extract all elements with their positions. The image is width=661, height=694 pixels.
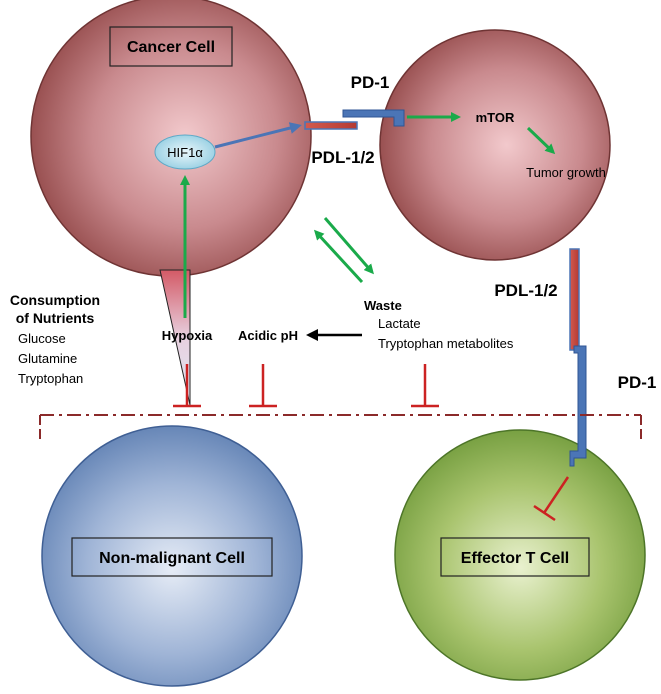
effector-t-cell [394, 429, 646, 681]
hif-node [154, 134, 216, 170]
pd1-right-label: PD-1 [618, 373, 657, 392]
non-malignant-cell [41, 425, 303, 687]
hif-to-pdl-arrow [214, 122, 302, 149]
non-malignant-label-box [71, 537, 273, 577]
consumption-label-1: Consumption [10, 292, 100, 308]
nutrient-tryptophan: Tryptophan [18, 371, 83, 386]
tumor-cell-right [379, 29, 611, 261]
pdl-top-label: PDL-1/2 [311, 148, 374, 167]
inhibition-effector [533, 476, 570, 522]
pd1-top-receptor [342, 109, 405, 127]
acidic-label: Acidic pH [238, 328, 298, 343]
exchange-arrow-down [323, 217, 374, 275]
waste-lactate: Lactate [378, 316, 421, 331]
inhibition-waste [411, 364, 439, 408]
consumption-label-2: of Nutrients [16, 310, 95, 326]
inhibition-hypoxia [173, 364, 201, 408]
exchange-arrow-up [313, 229, 364, 284]
consumption-gradient-triangle [159, 269, 191, 406]
effector-label-box [440, 537, 590, 577]
pd1-right-receptor [569, 345, 587, 467]
pdl-right-receptor [569, 248, 580, 351]
mtor-to-growth-arrow [526, 126, 556, 155]
inhibition-acidic [249, 364, 277, 408]
hypoxia-label: Hypoxia [162, 328, 213, 343]
cancer-cell-label: Cancer Cell [127, 39, 215, 56]
nutrient-glutamine: Glutamine [18, 351, 77, 366]
waste-label: Waste [364, 298, 402, 313]
non-malignant-label: Non-malignant Cell [99, 550, 245, 567]
pd1-top-label: PD-1 [351, 73, 390, 92]
tumor-growth-label: Tumor growth [526, 165, 606, 180]
mtor-label: mTOR [476, 110, 515, 125]
cancer-cell-label-box [109, 26, 233, 67]
nutrient-glucose: Glucose [18, 331, 66, 346]
hif-label: HIF1α [167, 145, 203, 160]
effector-label: Effector T Cell [461, 550, 569, 567]
pdl-right-label: PDL-1/2 [494, 281, 557, 300]
waste-tryptophan-metabolites: Tryptophan metabolites [378, 336, 514, 351]
pdl-top-receptor [304, 121, 358, 130]
